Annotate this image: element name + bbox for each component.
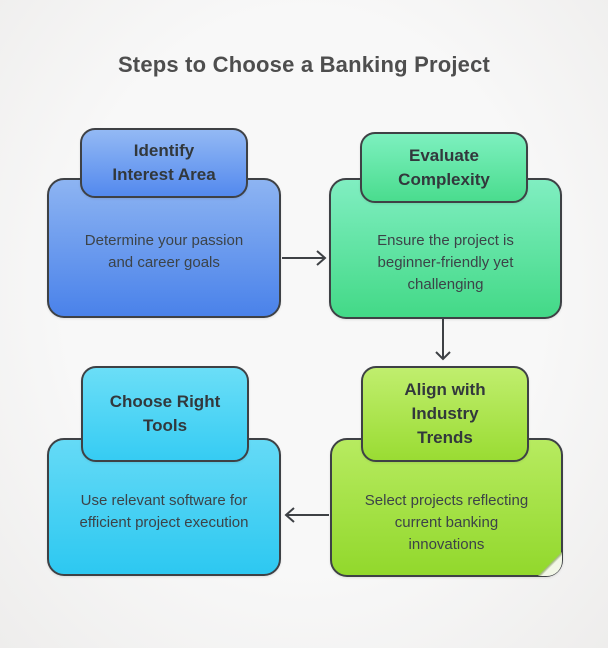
arrow-head: [435, 351, 451, 361]
corner-fold-decoration: [538, 552, 562, 576]
page-title: Steps to Choose a Banking Project: [117, 52, 491, 77]
arrow-head: [284, 507, 295, 523]
arrow-down-icon: [435, 319, 451, 361]
arrow-right-icon: [282, 250, 327, 266]
arrow-head: [316, 250, 327, 266]
arrow-left-icon: [284, 507, 329, 523]
